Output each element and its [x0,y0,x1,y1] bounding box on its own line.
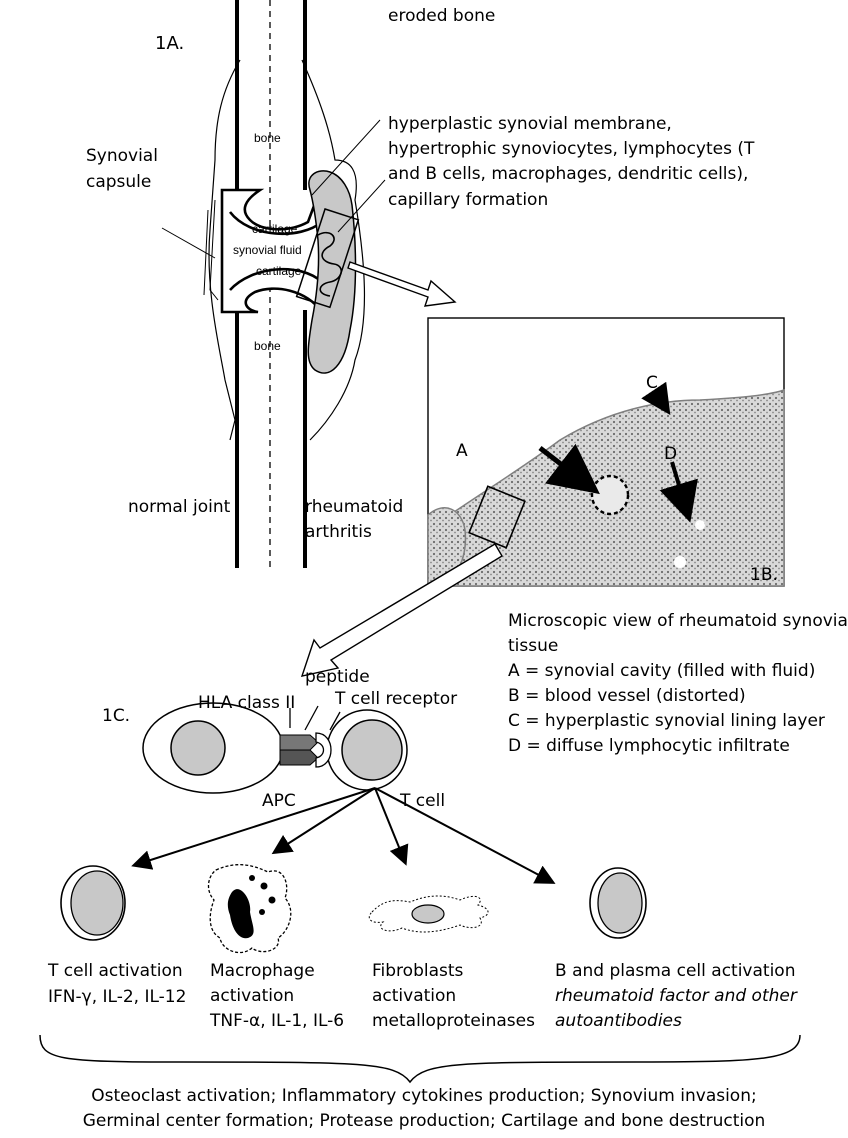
vessel-lumen [695,520,705,530]
legend-b: B = blood vessel (distorted) [508,685,746,707]
panel-1b-label: 1B. [750,564,778,586]
hla-molecule [280,735,318,750]
cartilage-top-label: cartilage [252,222,297,236]
synapse [143,703,407,793]
hla-label: HLA class II [198,692,295,714]
legend-c: C = hyperplastic synovial lining layer [508,710,825,732]
panel-1c-label: 1C. [102,705,130,727]
marker-d: D [664,443,677,465]
panel-1a-label: 1A. [155,33,184,55]
marker-a: A [456,440,468,462]
legend-d: D = diffuse lymphocytic infiltrate [508,735,790,757]
legend-a: A = synovial cavity (filled with fluid) [508,660,815,682]
fibroblast-nucleus [412,905,444,923]
eroded-bone-label: eroded bone [388,5,495,27]
peptide-leader [305,706,318,730]
summary-brace [40,1035,800,1082]
t-cell-nucleus [342,720,402,780]
peptide-label: peptide [305,666,370,688]
normal-joint-label: normal joint [128,496,230,518]
blood-vessel-circle [592,476,628,514]
t-cell-label: T cell [400,790,445,812]
apc-nucleus [171,721,225,775]
tcr-label: T cell receptor [335,688,457,710]
bone-top-label: bone [254,131,281,145]
zoom-arrow-2 [302,544,502,676]
bone-bottom-label: bone [254,339,281,353]
synovial-fluid-label: synovial fluid [233,243,302,257]
apc-label: APC [262,790,296,812]
cartilage-bottom-label: cartilage [256,264,301,278]
leader-eroded-bone [312,120,380,195]
outcome-cells [61,865,646,953]
branch-arrows [135,788,552,882]
joint-diagram [162,0,455,568]
marker-c: C [646,372,658,394]
